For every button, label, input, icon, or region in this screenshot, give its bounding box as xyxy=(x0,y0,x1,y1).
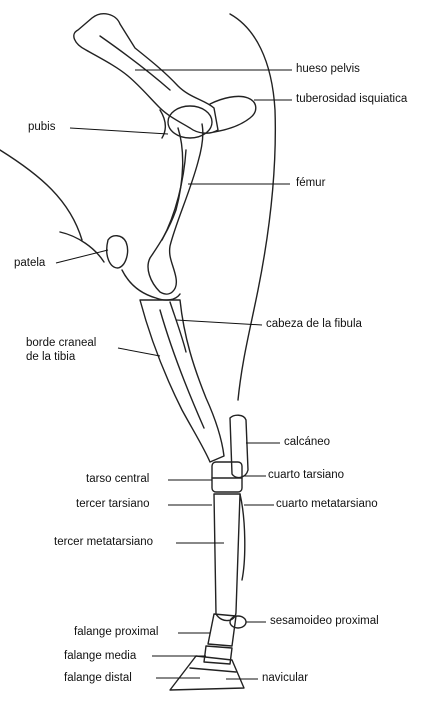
label-tercer-metatarsiano: tercer metatarsiano xyxy=(54,536,153,549)
label-sesamoideo-proximal: sesamoideo proximal xyxy=(270,615,379,628)
label-tarso-central: tarso central xyxy=(86,473,149,486)
middle-phalanx xyxy=(204,646,232,664)
label-hueso-pelvis: hueso pelvis xyxy=(296,63,360,76)
hip-joint xyxy=(168,106,212,138)
label-navicular: navicular xyxy=(262,672,308,685)
label-borde-craneal-line2: de la tibia xyxy=(26,351,75,364)
label-pubis: pubis xyxy=(28,121,56,134)
label-patela: patela xyxy=(14,257,45,270)
distal-phalanx-hoof xyxy=(170,656,244,690)
label-calcaneo: calcáneo xyxy=(284,436,330,449)
label-tuberosidad-isquiatica: tuberosidad isquiatica xyxy=(296,93,407,106)
label-cuarto-metatarsiano: cuarto metatarsiano xyxy=(276,498,378,511)
patella xyxy=(107,236,128,268)
tibia xyxy=(140,300,224,462)
body-outline xyxy=(230,14,275,400)
label-cuarto-tarsiano: cuarto tarsiano xyxy=(268,469,344,482)
label-falange-distal: falange distal xyxy=(64,672,132,685)
label-cabeza-fibula: cabeza de la fibula xyxy=(266,318,362,331)
proximal-sesamoid xyxy=(230,616,246,628)
label-falange-media: falange media xyxy=(64,650,136,663)
label-tercer-tarsiano: tercer tarsiano xyxy=(76,498,150,511)
pelvis xyxy=(74,14,218,133)
label-falange-proximal: falange proximal xyxy=(74,626,158,639)
fourth-metatarsal xyxy=(240,494,245,580)
label-femur: fémur xyxy=(296,177,325,190)
flank-outline xyxy=(60,232,104,262)
calcaneus xyxy=(230,415,248,477)
third-metatarsal xyxy=(214,494,240,621)
belly-outline xyxy=(0,150,82,240)
label-borde-craneal-line1: borde craneal xyxy=(26,337,96,350)
